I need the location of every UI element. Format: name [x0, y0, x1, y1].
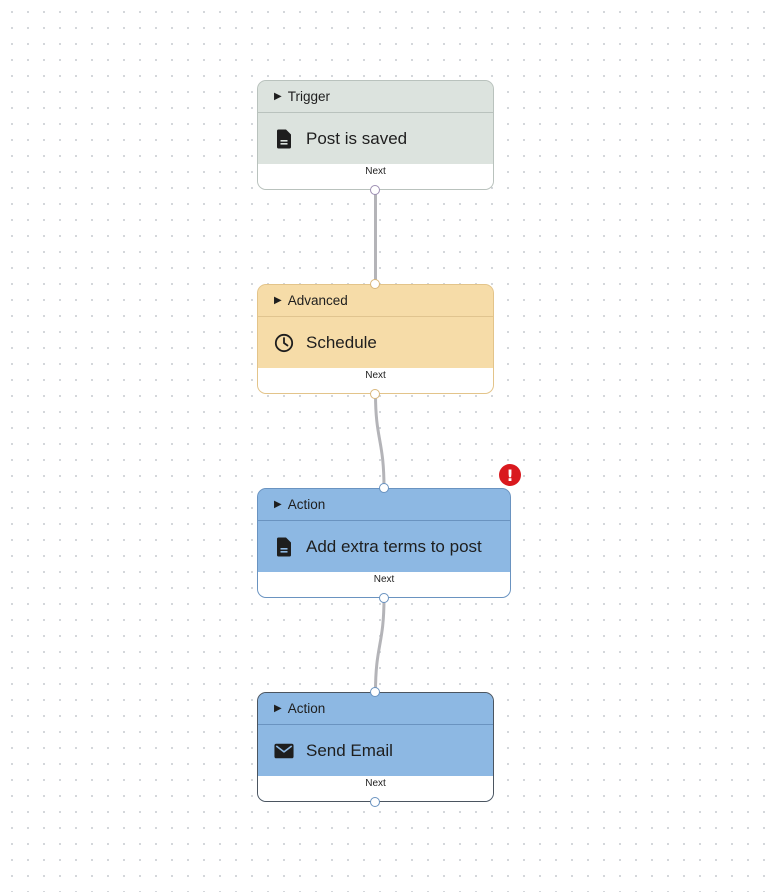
- action-node[interactable]: ▶ Action Add extra terms to post Next !: [257, 464, 521, 603]
- node-title: Send Email: [306, 740, 393, 760]
- next-label: Next: [365, 370, 386, 381]
- next-label: Next: [373, 574, 395, 585]
- expand-caret-icon[interactable]: ▶: [274, 702, 282, 714]
- advanced-node[interactable]: ▶ Advanced Schedule Next: [257, 279, 494, 399]
- node-body[interactable]: Send Email: [258, 725, 493, 776]
- node-type-label: Advanced: [287, 293, 348, 308]
- output-handle[interactable]: [370, 185, 380, 195]
- node-header[interactable]: ▶ Action: [258, 489, 510, 521]
- action-node[interactable]: ▶ Action Send Email Next: [257, 687, 494, 807]
- output-handle[interactable]: [379, 593, 389, 603]
- next-label: Next: [365, 778, 386, 789]
- next-label: Next: [365, 166, 386, 177]
- node-footer: Next: [258, 572, 510, 597]
- node-body[interactable]: Post is saved: [258, 113, 493, 164]
- node-type-label: Action: [287, 497, 326, 512]
- node-body[interactable]: Add extra terms to post: [258, 521, 510, 572]
- node-title: Schedule: [306, 332, 377, 352]
- clock-icon: [274, 333, 294, 353]
- input-handle[interactable]: [370, 687, 380, 697]
- node-footer: Next: [258, 368, 493, 393]
- input-handle[interactable]: [370, 279, 380, 289]
- node-footer: Next: [258, 164, 493, 189]
- node-title: Add extra terms to post: [306, 536, 482, 556]
- input-handle[interactable]: [379, 483, 389, 493]
- node-header[interactable]: ▶ Action: [258, 693, 493, 725]
- node-header[interactable]: ▶ Advanced: [258, 285, 493, 317]
- document-icon: [274, 537, 294, 557]
- expand-caret-icon[interactable]: ▶: [274, 498, 282, 510]
- node-body[interactable]: Schedule: [258, 317, 493, 368]
- node-title: Post is saved: [306, 128, 408, 148]
- node-type-label: Trigger: [287, 89, 330, 104]
- document-icon: [274, 129, 294, 149]
- output-handle[interactable]: [370, 389, 380, 399]
- envelope-icon: [274, 741, 294, 761]
- expand-caret-icon[interactable]: ▶: [274, 90, 282, 102]
- node-header[interactable]: ▶ Trigger: [258, 81, 493, 113]
- node-footer: Next: [258, 776, 493, 801]
- expand-caret-icon[interactable]: ▶: [274, 294, 282, 306]
- edge-advanced-to-action-1[interactable]: [374, 393, 386, 489]
- node-type-label: Action: [287, 701, 326, 716]
- error-alert-icon[interactable]: !: [499, 464, 521, 486]
- edge-action-1-to-action-2[interactable]: [374, 597, 386, 693]
- output-handle[interactable]: [370, 797, 380, 807]
- trigger-node[interactable]: ▶ Trigger Post is saved Next: [257, 80, 494, 195]
